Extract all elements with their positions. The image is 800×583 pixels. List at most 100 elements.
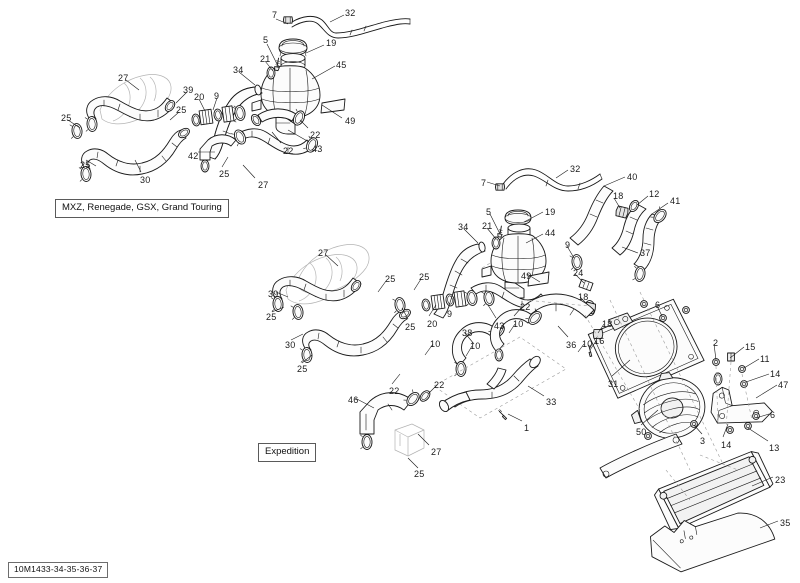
callout-number: 18 — [613, 191, 624, 201]
callout-number: 44 — [545, 228, 556, 238]
callout-number: 2 — [713, 338, 719, 348]
leader-line — [311, 65, 336, 80]
callout-number: 33 — [546, 397, 557, 407]
leader-lines — [67, 14, 779, 529]
callout-number: 27 — [118, 73, 129, 83]
callout-number: 22 — [310, 130, 321, 140]
callout-number: 31 — [608, 379, 619, 389]
leader-line — [693, 424, 703, 435]
leader-line — [465, 345, 473, 357]
callout-number: 49 — [345, 116, 356, 126]
leader-line — [275, 18, 289, 25]
callout-number: 19 — [545, 207, 556, 217]
callout-number: 25 — [405, 322, 416, 332]
callout-number: 14 — [721, 440, 732, 450]
callout-number: 25 — [297, 364, 308, 374]
callout-number: 36 — [566, 340, 577, 350]
callout-number: 10 — [430, 339, 441, 349]
leader-line — [391, 373, 401, 385]
callout-number: 27 — [431, 447, 442, 457]
callout-number: 12 — [649, 189, 660, 199]
callout-number: 30 — [140, 175, 151, 185]
callout-number: 42 — [188, 151, 199, 161]
callout-number: 41 — [670, 196, 681, 206]
callout-number: 14 — [770, 369, 781, 379]
leader-line — [321, 104, 343, 119]
callout-number: 19 — [326, 38, 337, 48]
callout-number: 25 — [80, 160, 91, 170]
callout-number: 35 — [780, 518, 791, 528]
callout-number: 27 — [258, 180, 269, 190]
leader-line — [428, 304, 437, 317]
leader-line — [417, 433, 430, 446]
leader-line — [579, 296, 589, 306]
leader-line — [589, 340, 597, 351]
leader-line — [508, 323, 516, 334]
callout-number: 24 — [573, 268, 584, 278]
callout-number: 11 — [760, 354, 770, 364]
leader-line — [463, 228, 479, 244]
callout-number: 6 — [655, 300, 661, 310]
callout-number: 10 — [470, 341, 481, 351]
leader-line — [640, 409, 659, 426]
callout-number: 34 — [233, 65, 244, 75]
leader-line — [574, 273, 585, 284]
callout-number: 43 — [312, 144, 323, 154]
leader-line — [305, 44, 325, 54]
callout-number: 9 — [565, 240, 571, 250]
callout-number: 5 — [486, 207, 492, 217]
callout-number: 22 — [283, 146, 294, 156]
leader-line — [242, 164, 256, 179]
callout-number: 10 — [513, 319, 524, 329]
leader-line — [85, 159, 97, 167]
leader-line — [486, 227, 497, 240]
leader-line — [566, 245, 575, 259]
model-label-group-2: Expedition — [258, 443, 317, 462]
callout-number: 25 — [266, 312, 277, 322]
leader-line — [747, 427, 769, 442]
leader-line — [611, 359, 631, 377]
callout-number: 16 — [594, 336, 605, 346]
callout-number: 38 — [462, 328, 473, 338]
leader-line — [264, 60, 274, 72]
leader-line — [427, 384, 438, 395]
callout-number: 7 — [272, 10, 278, 20]
callout-number: 25 — [419, 272, 430, 282]
leader-line — [755, 384, 778, 399]
leader-line — [523, 211, 544, 223]
leader-line — [134, 159, 142, 173]
leader-line — [266, 43, 278, 65]
leader-line — [275, 291, 289, 298]
leader-line — [729, 346, 745, 359]
callout-number: 9 — [214, 91, 220, 101]
leader-line — [656, 305, 663, 317]
leader-line — [557, 325, 569, 338]
callout-number: 49 — [521, 271, 532, 281]
leader-line — [401, 307, 409, 320]
leader-line — [287, 129, 310, 143]
leader-line — [555, 169, 569, 179]
drawing-code-label: 10M1433-34-35-36-37 — [8, 562, 109, 578]
callout-number: 47 — [778, 380, 789, 390]
leader-line — [212, 97, 218, 111]
leader-line — [271, 131, 282, 144]
callout-number: 32 — [570, 164, 581, 174]
leader-line — [67, 119, 81, 129]
callout-number: 50 — [636, 427, 647, 437]
callout-number: 22 — [389, 386, 400, 396]
leader-line — [169, 111, 180, 121]
leader-line — [464, 332, 475, 345]
leader-line — [759, 520, 779, 529]
callout-number: 32 — [345, 8, 356, 18]
leader-line — [603, 176, 626, 187]
callout-number: 20 — [194, 92, 205, 102]
callout-number: 25 — [385, 274, 396, 284]
callout-number: 25 — [176, 105, 187, 115]
leader-line — [271, 306, 285, 313]
leader-line — [487, 304, 497, 319]
model-label-group-1: MXZ, Renegade, GSX, Grand Touring — [55, 199, 229, 218]
leader-line — [329, 14, 345, 23]
callout-number: 25 — [414, 469, 425, 479]
leader-line — [354, 397, 375, 409]
